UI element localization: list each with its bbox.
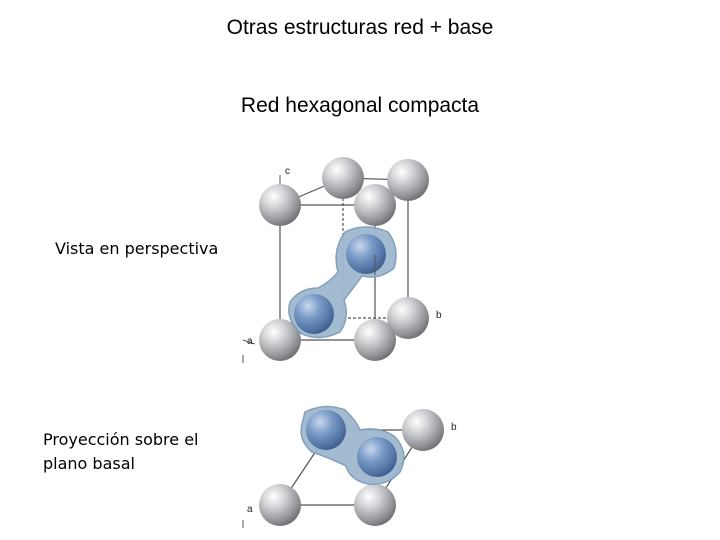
lattice-atom [387,297,429,339]
basis-atom [306,410,346,450]
lattice-atom [387,159,429,201]
basal-projection-label: Proyección sobre el plano basal [43,430,199,473]
basis-atom [357,437,397,477]
perspective-unit-cell: c b a [242,157,442,363]
a-axis-label: a [247,336,253,347]
lattice-atom [322,157,364,199]
lattice-atom [402,409,444,451]
lattice-atom [259,184,301,226]
basis-atom [346,234,386,274]
basis-atom [294,294,334,334]
lattice-atom [354,319,396,361]
b-axis-label: b [436,310,442,321]
basal-projection: b a [242,405,457,528]
lattice-atom [354,184,396,226]
perspective-view-label: Vista en perspectiva [55,239,219,258]
b-axis-label: b [451,422,457,433]
a-axis-line [242,339,256,345]
c-axis-label: c [285,166,290,177]
lattice-atom [259,484,301,526]
structure-name: Red hexagonal compacta [240,94,480,117]
lattice-atom [354,484,396,526]
lattice-atom [259,319,301,361]
slide-title: Otras estructuras red + base [226,16,494,39]
a-axis-label: a [247,504,253,515]
